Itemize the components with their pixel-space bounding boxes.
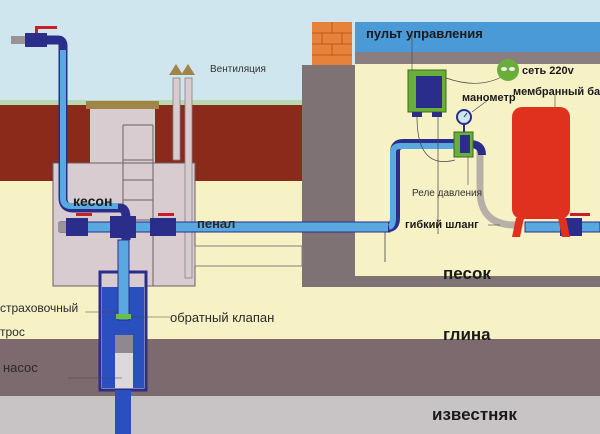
membrane-tank (512, 107, 570, 237)
caisson-lid (86, 101, 159, 109)
limestone-layer (0, 396, 600, 434)
label-clay: глина (443, 325, 491, 344)
casing-pipe (194, 245, 303, 267)
brick-chimney (312, 22, 352, 65)
pump-motor-top (115, 335, 133, 353)
outdoor-tap (11, 26, 57, 47)
manometer (456, 109, 472, 132)
label-control-panel: пульт управления (366, 26, 483, 41)
house-roof (355, 22, 600, 52)
label-limestone: известняк (432, 405, 517, 424)
control-box (407, 69, 447, 117)
label-membrane-tank: мембранный бак (513, 86, 600, 98)
flexible-hose-shape (476, 150, 516, 229)
label-caisson: кесон (73, 193, 112, 209)
clay-layer (0, 339, 600, 396)
caisson-valves (58, 213, 176, 238)
grass-line (0, 100, 600, 105)
label-check-valve: обратный клапан (170, 310, 274, 325)
control-wires (416, 116, 456, 234)
ventilation-pipes (169, 64, 195, 279)
label-flexible-hose: гибкий шланг (405, 219, 479, 231)
label-mains: сеть 220v (522, 65, 575, 77)
mains-socket (497, 59, 519, 81)
pump-body (115, 353, 133, 388)
label-safety-cable-2: трос (0, 325, 25, 339)
label-ventilation: Вентиляция (210, 64, 266, 75)
label-pump: насос (3, 360, 38, 375)
manometer-pointer (471, 99, 489, 113)
label-sand: песок (443, 264, 491, 283)
label-pressure-switch: Реле давления (412, 188, 482, 199)
house-floor (355, 276, 600, 287)
pressure-switch (453, 131, 474, 158)
foundation-wall (302, 65, 355, 287)
label-safety-cable-1: страховочный (0, 301, 78, 315)
label-manometer: манометр (462, 92, 516, 104)
label-casing: пенал (197, 216, 235, 231)
check-valve (116, 314, 131, 319)
riser-pipe (117, 239, 130, 321)
house-ceiling (355, 52, 600, 64)
well-extension (115, 390, 131, 434)
